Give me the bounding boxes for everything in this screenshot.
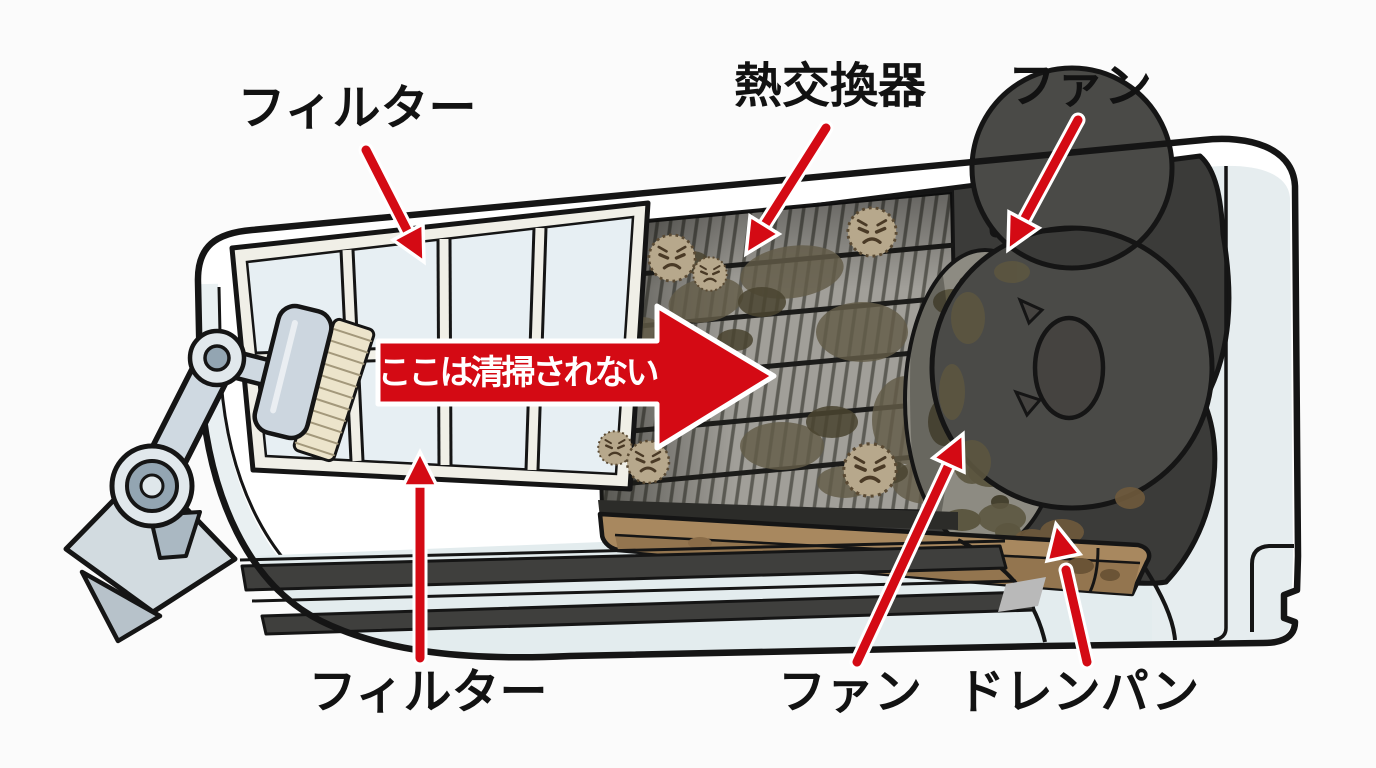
label-filter-bottom: フィルター: [308, 664, 548, 720]
panel-corner-line: [1250, 544, 1294, 632]
vent-detail: [998, 577, 1046, 612]
cleaning-arm: [63, 303, 376, 644]
fan-hub: [1032, 315, 1106, 421]
arm-joint-lower: [109, 443, 195, 529]
panel-seam-line: [1213, 166, 1228, 642]
arm-joint-upper: [187, 328, 247, 388]
heat-exchanger-arrow: [743, 120, 834, 258]
banner-text: ここは清掃されない: [377, 353, 660, 393]
drain-pan-arrow: [1044, 520, 1095, 670]
outlet-slats: [239, 539, 1046, 636]
fan-top-arrow: [1006, 112, 1086, 254]
label-filter-top: フィルター: [237, 80, 477, 136]
label-fan-bottom: ファン: [777, 664, 923, 720]
filter-bottom-arrow: [400, 448, 440, 666]
filter-top-arrow: [358, 142, 426, 266]
banner-arrow-shape: [375, 303, 777, 451]
brush-handle: [252, 303, 334, 441]
label-drain-pan: ドレンパン: [956, 664, 1200, 720]
fan-grime: [939, 261, 1145, 551]
unit-outline: [194, 135, 1302, 661]
label-fan-top: ファン: [1007, 58, 1153, 114]
fan-ring: [929, 65, 1215, 511]
fan: [929, 65, 1215, 551]
annotation-arrows: [358, 112, 1095, 670]
outlet-curve-right: [1143, 566, 1177, 641]
fan-bottom-arrow: [849, 430, 966, 670]
label-heat-exchanger: 熱交換器: [733, 58, 927, 114]
